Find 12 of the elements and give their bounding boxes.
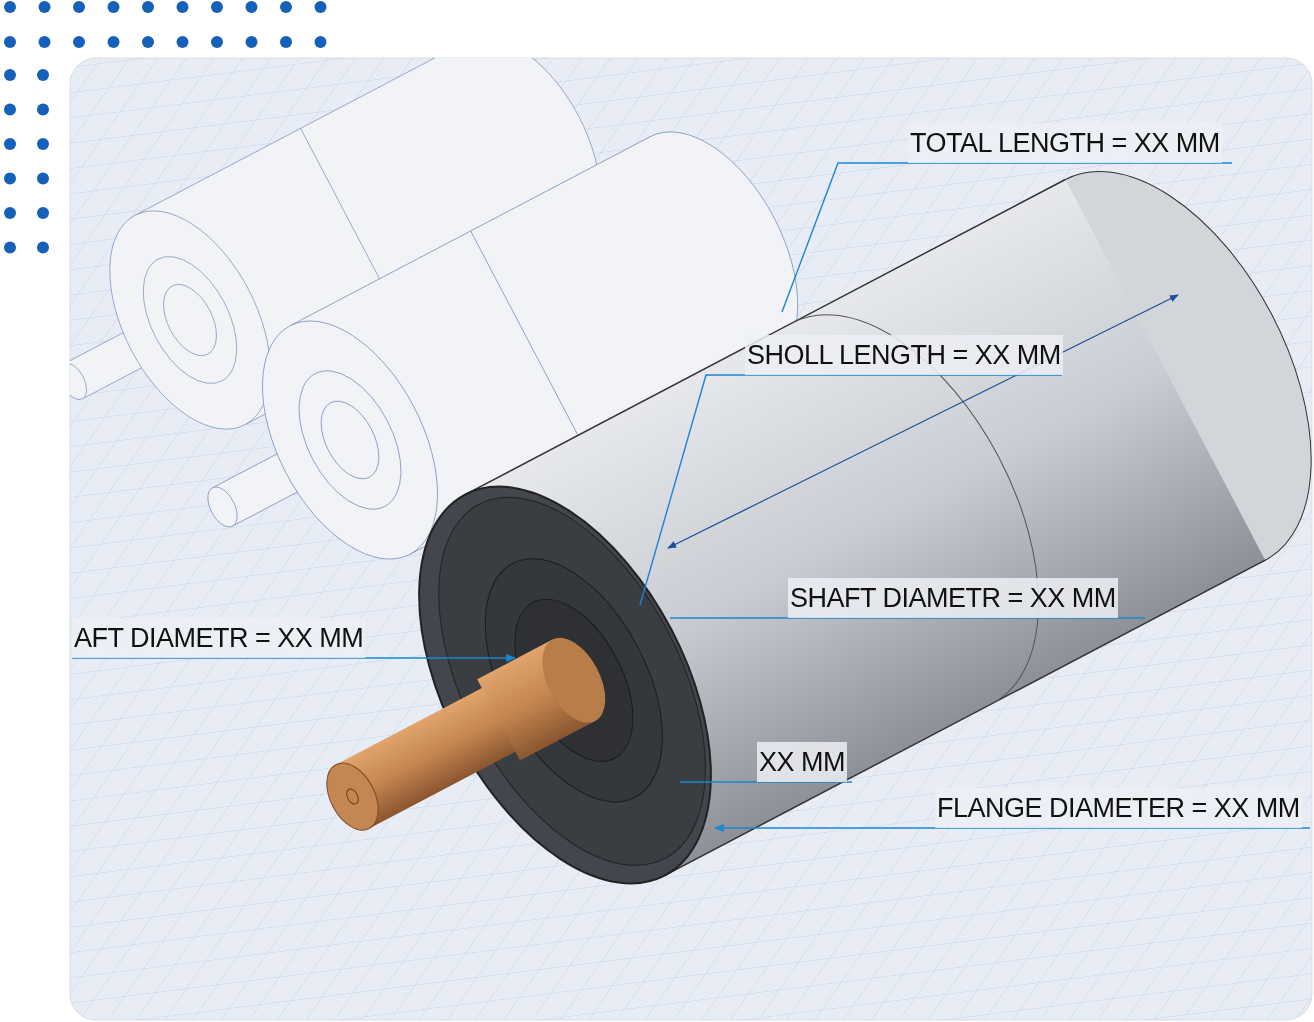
leader-line (714, 824, 1311, 832)
dimension-label: XX MM (757, 742, 847, 782)
leader-line (71, 654, 516, 662)
leader-line (679, 781, 853, 783)
leader-line (781, 162, 1233, 313)
dimension-label: AFT DIAMETR = XX MM (72, 618, 366, 658)
dimension-label: FLANGE DIAMETER = XX MM (935, 788, 1302, 828)
leader-line (669, 617, 1146, 619)
dimension-label: TOTAL LENGTH = XX MM (908, 123, 1222, 163)
dimension-label: SHAFT DIAMETR = XX MM (788, 578, 1118, 618)
dimension-label: SHOLL LENGTH = XX MM (745, 335, 1063, 375)
leader-line (639, 374, 1063, 606)
